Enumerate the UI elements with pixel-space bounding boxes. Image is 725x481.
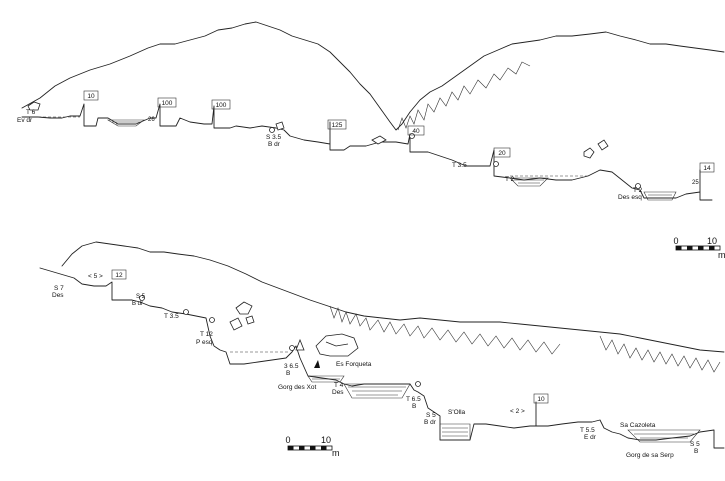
label-solla: S'Olla <box>448 409 466 416</box>
top-floor-line <box>21 103 713 201</box>
label-t2-b: T 2 <box>633 187 643 194</box>
label-t35: T 3.5 <box>164 313 179 320</box>
top-rope-box-1: 10 <box>83 90 99 101</box>
top-boulders <box>27 101 641 189</box>
scale-bottom-zero: 0 <box>285 435 290 445</box>
top-rope-box-2: 100 <box>157 97 177 108</box>
rope-length-label: 40 <box>412 128 420 135</box>
label-sa-cazoleta: Sa Cazoleta <box>620 422 656 429</box>
label-b-1: B <box>286 370 290 377</box>
label-s5-b: S 5 <box>426 412 436 419</box>
bottom-cliff-texture-2 <box>599 335 721 373</box>
rope-length-label: 12 <box>115 272 123 279</box>
scale-top-ten: 10 <box>707 236 717 246</box>
top-rope-box-5: 40 <box>407 125 425 136</box>
bracket-2: < 2 > <box>510 408 525 415</box>
bottom-rope-box-2: 10 <box>533 393 549 404</box>
bottom-cliff-outline <box>61 241 725 353</box>
label-t65: T 6.5 <box>406 396 421 403</box>
label-b-3: B <box>694 448 698 455</box>
label-25: 25 <box>692 180 699 186</box>
label-s65: 3 6.5 <box>284 363 299 370</box>
scale-top-zero: 0 <box>673 236 678 246</box>
scale-top-unit: m <box>718 250 725 260</box>
rope-length-label: 14 <box>703 165 711 172</box>
label-ev-dr: Ev dr <box>17 117 33 124</box>
label-e-dr: E dr <box>584 434 597 441</box>
label-t4: T 4 <box>334 382 344 389</box>
bottom-boulders <box>139 295 421 387</box>
rope-length-label: 100 <box>216 102 227 109</box>
label-p-esq: P esq <box>196 339 213 346</box>
label-gorg-de-sa-serp: Gorg de sa Serp <box>626 452 674 459</box>
label-t55: T 5.5 <box>580 427 595 434</box>
scale-bar-top: 0 10 m <box>673 236 725 260</box>
top-rope-box-3: 100 <box>211 99 231 110</box>
label-s7: S 7 <box>54 285 64 292</box>
label-s5-c: S 5 <box>690 441 700 448</box>
top-rope-box-7: 14 <box>699 162 715 173</box>
top-pools <box>38 116 677 201</box>
top-profile: 10 100 100 125 40 20 14 T 6 Ev dr 26 <box>17 21 725 201</box>
top-rope-box-6: 20 <box>493 147 511 158</box>
label-s5-a: S 5 <box>136 294 146 300</box>
bottom-profile: 12 10 < 5 > < 2 > S 7 Des S 5 B dr T 3.5… <box>39 241 725 459</box>
label-t12: T 12 <box>200 331 213 338</box>
label-es-forqueta: Es Forqueta <box>336 361 372 368</box>
scale-bottom-ten: 10 <box>321 435 331 445</box>
top-cliff-outline <box>21 21 725 131</box>
rope-length-label: 20 <box>498 150 506 157</box>
top-rope-box-4: 125 <box>327 119 347 130</box>
label-des-esq: Des esq <box>618 194 642 201</box>
label-26: 26 <box>148 117 155 123</box>
label-b-2: B <box>412 403 416 410</box>
label-des-2: Des <box>332 389 344 396</box>
label-b-dr: B dr <box>268 141 281 148</box>
top-cliff-texture <box>397 61 531 131</box>
label-des-1: Des <box>52 292 64 299</box>
rope-length-label: 100 <box>162 100 173 107</box>
label-b-dr-1: B dr <box>132 301 143 307</box>
bottom-rope-box-1: 12 <box>111 269 127 280</box>
bottom-cliff-texture <box>329 305 561 355</box>
label-t2-a: T 2 <box>505 176 515 183</box>
label-b-dr-2: B dr <box>424 419 437 426</box>
rope-length-label: 125 <box>332 122 343 129</box>
label-gorg-des-xot: Gorg des Xot <box>278 384 316 391</box>
bottom-pools <box>230 351 701 443</box>
rope-length-label: 10 <box>537 396 545 403</box>
scale-bar-bottom: 0 10 m <box>285 435 339 458</box>
label-t35: T 3.5 <box>452 162 467 169</box>
label-s35: S 3.5 <box>266 134 282 141</box>
scale-bottom-unit: m <box>332 448 340 458</box>
bracket-5: < 5 > <box>88 273 103 280</box>
rope-length-label: 10 <box>87 93 95 100</box>
label-t6: T 6 <box>26 109 36 116</box>
